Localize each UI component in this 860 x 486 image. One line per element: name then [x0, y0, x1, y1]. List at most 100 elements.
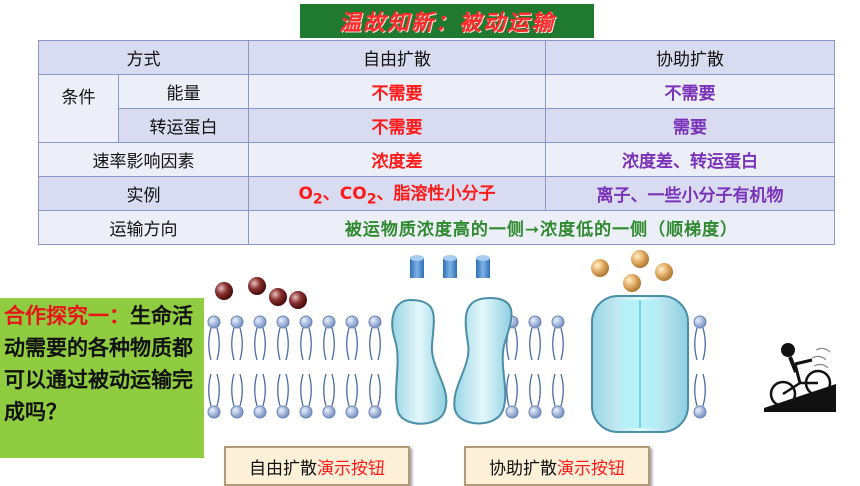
lipid-tail: [239, 373, 243, 407]
lipid-tail: [514, 373, 518, 407]
lipid-tail: [369, 327, 373, 361]
lipid-tail: [377, 373, 381, 407]
lipid-head: [230, 315, 244, 329]
assisted-example: 离子、一些小分子有机物: [545, 176, 835, 211]
row-label: 运输方向: [38, 210, 249, 245]
lipid-head: [253, 315, 267, 329]
button-label: 自由扩散: [249, 458, 317, 479]
lipid-tail: [346, 373, 350, 407]
row-label: 速率影响因素: [38, 142, 249, 177]
lipid-tail: [277, 373, 281, 407]
lipid-tail: [377, 327, 381, 361]
free-energy: 不需要: [248, 74, 546, 109]
lipid-tail: [702, 373, 706, 407]
free-example-sub2: 2: [366, 191, 377, 208]
header-method: 方式: [38, 40, 249, 75]
lipid-tail: [346, 327, 350, 361]
table-row: 实例 O2、CO2、脂溶性小分子 离子、一些小分子有机物: [38, 176, 835, 211]
lipid-tail: [331, 373, 335, 407]
lipid-tail: [560, 327, 564, 361]
carrier-protein: [591, 295, 689, 433]
lipid-head: [207, 405, 221, 419]
lipid-head: [253, 405, 267, 419]
lipid-tail: [552, 373, 556, 407]
lipid-tail: [308, 327, 312, 361]
assisted-protein: 需要: [545, 108, 835, 143]
gold-molecules: [591, 250, 673, 292]
lipid-head: [207, 315, 221, 329]
lipid-head: [299, 405, 313, 419]
inquiry-prefix: 合作探究一：: [4, 304, 130, 328]
lipid-tail: [285, 327, 289, 361]
lipid-tail: [552, 327, 556, 361]
free-example-co: 、CO: [322, 184, 367, 205]
lipid-head: [528, 315, 542, 329]
button-label-red: 演示按钮: [317, 458, 385, 479]
lipid-tail: [702, 327, 706, 361]
lipid-head: [693, 405, 707, 419]
lipid-head: [368, 315, 382, 329]
table-row: 速率影响因素 浓度差 浓度差、转运蛋白: [38, 142, 835, 177]
lipid-tail: [300, 373, 304, 407]
lipid-tail: [216, 373, 220, 407]
header-free-diffusion: 自由扩散: [248, 40, 546, 75]
lipid-head: [345, 315, 359, 329]
lipid-tail: [208, 327, 212, 361]
assisted-rate-factor: 浓度差、转运蛋白: [545, 142, 835, 177]
lipid-tail: [323, 327, 327, 361]
page-title: 温故知新：被动运输: [338, 10, 555, 36]
lipid-tail: [529, 327, 533, 361]
free-example-sub: 2: [312, 191, 323, 208]
free-example-rest: 、脂溶性小分子: [376, 184, 496, 205]
lipid-tail: [369, 373, 373, 407]
free-protein: 不需要: [248, 108, 546, 143]
blue-cylinder-molecules: [410, 255, 490, 278]
assisted-energy: 不需要: [545, 74, 835, 109]
table-row: 运输方向 被运物质浓度高的一侧➞浓度低的一侧（顺梯度）: [38, 210, 835, 245]
lipid-tail: [537, 373, 541, 407]
table-row: 条件 能量 不需要 不需要: [38, 74, 835, 143]
lipid-tail: [506, 373, 510, 407]
lipid-tail: [529, 373, 533, 407]
facilitated-diffusion-demo-button[interactable]: 协助扩散演示按钮: [464, 446, 650, 486]
lipid-tail: [354, 373, 358, 407]
cyclist-icon: [764, 343, 836, 412]
table-header-row: 方式 自由扩散 协助扩散: [38, 40, 835, 75]
lipid-tail: [208, 373, 212, 407]
row-label: 转运蛋白: [118, 108, 249, 143]
lipid-tail: [331, 327, 335, 361]
lipid-tail: [354, 327, 358, 361]
lipid-head: [693, 315, 707, 329]
free-example-o: O: [298, 184, 313, 205]
table-row: 转运蛋白 不需要 需要: [39, 108, 835, 143]
lipid-tail: [694, 373, 698, 407]
free-example: O2、CO2、脂溶性小分子: [248, 176, 546, 211]
maroon-molecules: [215, 277, 307, 309]
header-facilitated-diffusion: 协助扩散: [545, 40, 835, 75]
lipid-tail: [231, 327, 235, 361]
lipid-head: [322, 315, 336, 329]
lipid-tail: [285, 373, 289, 407]
lipid-head: [299, 315, 313, 329]
lipid-head: [505, 405, 519, 419]
lipid-tail: [239, 327, 243, 361]
lipid-tail: [262, 373, 266, 407]
lipid-head: [322, 405, 336, 419]
channel-protein: [391, 296, 513, 425]
lipid-tail: [300, 327, 304, 361]
row-label: 能量: [118, 74, 249, 109]
button-label: 协助扩散: [489, 458, 557, 479]
lipid-tail: [694, 327, 698, 361]
lipid-tail: [254, 327, 258, 361]
free-diffusion-demo-button[interactable]: 自由扩散演示按钮: [224, 446, 410, 486]
lipid-tail: [560, 373, 564, 407]
transport-direction: 被运物质浓度高的一侧➞浓度低的一侧（顺梯度）: [248, 210, 835, 245]
button-label-red: 演示按钮: [557, 458, 625, 479]
lipid-tail: [216, 327, 220, 361]
lipid-head: [276, 405, 290, 419]
lipid-tail: [262, 327, 266, 361]
lipid-tail: [514, 327, 518, 361]
lipid-tail: [254, 373, 258, 407]
inquiry-body: 生命活动需要的各种物质都可以通过被动运输完成吗？: [4, 304, 193, 424]
